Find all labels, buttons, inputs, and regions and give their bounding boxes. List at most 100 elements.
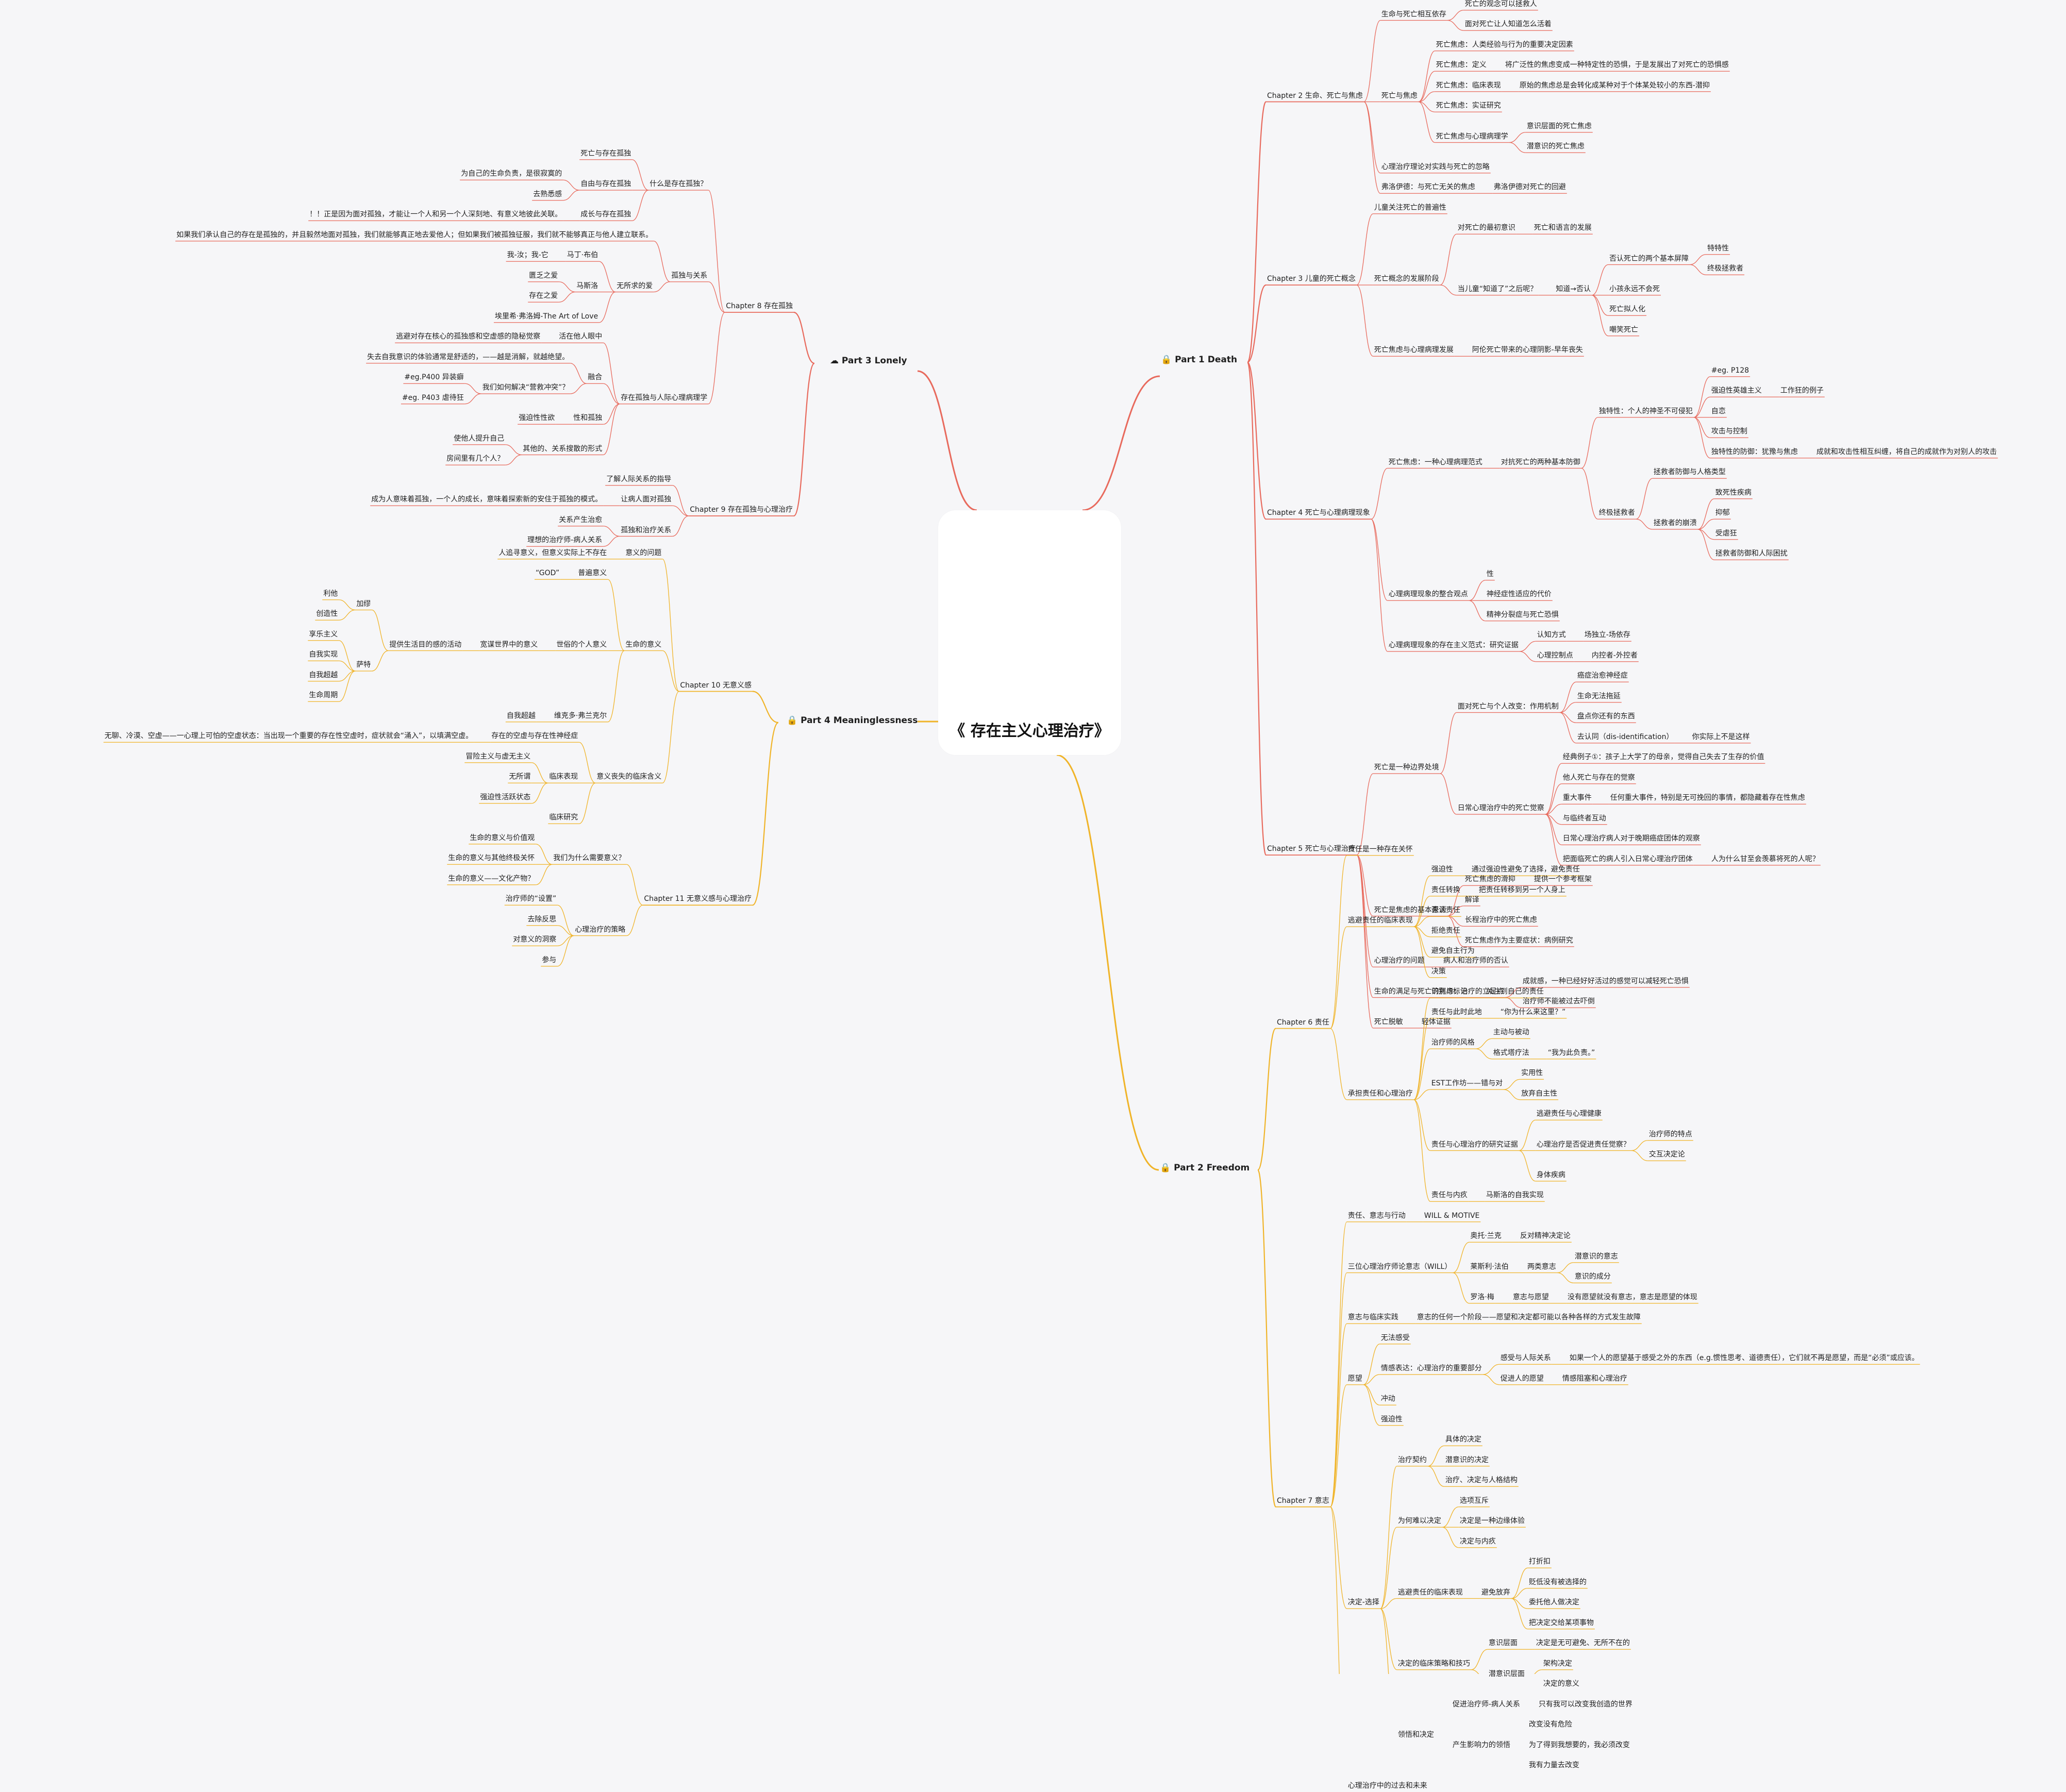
topic-node[interactable]: 潜意识的死亡焦虑 — [1526, 142, 1585, 151]
chapter-node[interactable]: Chapter 9 存在孤独与心理治疗 — [690, 506, 793, 514]
topic-node[interactable]: 促进人的愿望 — [1500, 1374, 1544, 1383]
part2-node[interactable]: 🔒 Part 2 Freedom — [1160, 1163, 1250, 1173]
topic-node[interactable]: 责任是一种存在关怀 — [1347, 845, 1413, 853]
topic-node[interactable]: 决策 — [1431, 967, 1446, 976]
topic-node[interactable]: 了解人际关系的指导 — [606, 475, 672, 483]
topic-node[interactable]: 匮乏之爱 — [529, 271, 558, 280]
topic-node[interactable]: 自我超越 — [309, 671, 338, 679]
topic-node[interactable]: WILL & MOTIVE — [1424, 1211, 1480, 1220]
topic-node[interactable]: 当儿童“知道了”之后呢？ — [1457, 284, 1538, 293]
topic-node[interactable]: 生命的满足与死亡的焦虑：治疗的立足点 — [1374, 987, 1504, 996]
topic-node[interactable]: 认知方式 — [1537, 631, 1566, 640]
topic-node[interactable]: 去认同（dis-identification） — [1577, 732, 1674, 741]
topic-node[interactable]: 罗洛·梅 — [1470, 1293, 1494, 1301]
topic-node[interactable]: 创造性 — [316, 610, 338, 618]
topic-node[interactable]: 什么是存在孤独？ — [649, 180, 708, 188]
chapter-node[interactable]: Chapter 8 存在孤独 — [726, 302, 793, 310]
topic-node[interactable]: 他人死亡与存在的觉察 — [1562, 773, 1635, 782]
topic-node[interactable]: 知道→否认 — [1556, 284, 1591, 293]
topic-node[interactable]: 去熟悉感 — [533, 190, 562, 198]
topic-node[interactable]: 死亡拟人化 — [1609, 305, 1646, 314]
chapter-node[interactable]: Chapter 10 无意义感 — [680, 681, 752, 690]
central-topic-card[interactable] — [938, 510, 1121, 755]
topic-node[interactable]: 领悟和决定 — [1397, 1731, 1434, 1739]
topic-node[interactable]: 情感阻塞和心理治疗 — [1562, 1374, 1627, 1383]
topic-node[interactable]: 临床研究 — [549, 813, 578, 822]
topic-node[interactable]: 提供生活目的感的活动 — [389, 640, 462, 649]
topic-node[interactable]: 失去自我意识的体验通常是舒适的，——越是消解，就越绝望。 — [367, 353, 570, 361]
topic-node[interactable]: 弗洛伊德对死亡的回避 — [1493, 183, 1566, 192]
topic-node[interactable]: 关注到自己的责任 — [1486, 987, 1544, 996]
topic-node[interactable]: 放弃自主性 — [1521, 1089, 1558, 1098]
topic-node[interactable]: 主动与被动 — [1493, 1028, 1529, 1037]
topic-node[interactable]: 具体的决定 — [1445, 1435, 1481, 1444]
topic-node[interactable]: 决定与内疚 — [1459, 1537, 1496, 1546]
topic-node[interactable]: 责任转换 — [1431, 885, 1460, 894]
topic-node[interactable]: 我们如何解决“营救冲突”？ — [482, 383, 570, 392]
topic-node[interactable]: ！！正是因为面对孤独，才能让一个人和另一个人深刻地、有意义地彼此关联。 — [309, 210, 562, 219]
topic-node[interactable]: 如果一个人的愿望基于感受之外的东西（e.g.惯性思考、道德责任），它们就不再是愿… — [1569, 1354, 1919, 1363]
topic-node[interactable]: 无所谓 — [509, 773, 531, 781]
topic-node[interactable]: 强迫性活跃状态 — [480, 793, 531, 801]
topic-node[interactable]: 心理病理现象的整合观点 — [1388, 590, 1468, 599]
topic-node[interactable]: 特特性 — [1707, 244, 1729, 253]
topic-node[interactable]: 通过强迫性避免了选择，避免责任 — [1471, 865, 1580, 874]
topic-node[interactable]: 拯救者的崩溃 — [1653, 519, 1697, 527]
topic-node[interactable]: 儿童关注死亡的普遍性 — [1374, 203, 1446, 212]
topic-node[interactable]: 交互决定论 — [1648, 1150, 1685, 1159]
topic-node[interactable]: 马丁·布伯 — [567, 251, 598, 260]
topic-node[interactable]: 死亡焦虑与心理病理学 — [1436, 132, 1508, 141]
topic-node[interactable]: 三位心理治疗师论意志（WILL） — [1347, 1262, 1452, 1271]
topic-node[interactable]: 心理病理现象的存在主义范式：研究证据 — [1388, 641, 1519, 649]
topic-node[interactable]: 死亡焦虑作为主要症状：病例研究 — [1464, 936, 1573, 945]
topic-node[interactable]: 世俗的个人意义 — [556, 640, 607, 649]
topic-node[interactable]: EST工作坊——错与对 — [1431, 1079, 1503, 1087]
topic-node[interactable]: 奥托·兰克 — [1470, 1232, 1502, 1241]
topic-node[interactable]: 拯救者防御和人际困扰 — [1715, 549, 1788, 558]
topic-node[interactable]: 存在孤独与人际心理病理学 — [621, 393, 708, 402]
topic-node[interactable]: 嘲笑死亡 — [1609, 325, 1639, 334]
topic-node[interactable]: 促进治疗师-病人关系 — [1452, 1700, 1520, 1709]
topic-node[interactable]: 莱斯利·法伯 — [1470, 1262, 1509, 1271]
topic-node[interactable]: 自恋 — [1711, 407, 1726, 415]
topic-node[interactable]: 场独立-场依存 — [1584, 631, 1630, 640]
topic-node[interactable]: 面对死亡让人知道怎么活着 — [1464, 20, 1552, 29]
topic-node[interactable]: 贬低没有被选择的 — [1528, 1578, 1587, 1586]
topic-node[interactable]: 治疗师的特点 — [1648, 1130, 1692, 1138]
topic-node[interactable]: 对抗死亡的两种基本防御 — [1501, 458, 1580, 466]
topic-node[interactable]: 意识层面 — [1488, 1639, 1518, 1648]
topic-node[interactable]: 强迫性 — [1431, 865, 1453, 874]
topic-node[interactable]: 无所求的爱 — [617, 281, 653, 290]
topic-node[interactable]: 死亡是一种边界处境 — [1374, 763, 1439, 772]
topic-node[interactable]: 为了得到我想要的，我必须改变 — [1528, 1740, 1630, 1749]
topic-node[interactable]: 人为什么甘至会羡慕将死的人呢？ — [1711, 855, 1820, 863]
topic-node[interactable]: 其他的、关系搜散的形式 — [523, 444, 603, 453]
topic-node[interactable]: 经典例子①：孩子上大学了的母亲，觉得自己失去了生存的价值 — [1562, 753, 1764, 762]
topic-node[interactable]: 愿望 — [1347, 1374, 1362, 1383]
topic-node[interactable]: 享乐主义 — [309, 630, 338, 639]
topic-node[interactable]: 拒绝责任 — [1431, 926, 1460, 935]
topic-node[interactable]: 死亡和语言的发展 — [1534, 224, 1592, 232]
topic-node[interactable]: 死亡焦虑：临床表现 — [1436, 81, 1501, 90]
topic-node[interactable]: 决定的意义 — [1543, 1680, 1579, 1688]
topic-node[interactable]: 反对精神决定论 — [1520, 1232, 1571, 1241]
topic-node[interactable]: 架构决定 — [1543, 1659, 1572, 1668]
topic-node[interactable]: 利他 — [323, 589, 338, 598]
topic-node[interactable]: “你为什么来这里？” — [1500, 1008, 1566, 1016]
topic-node[interactable]: 成为人意味着孤独，一个人的成长，意味着探索新的安住于孤独的模式。 — [371, 495, 603, 504]
topic-node[interactable]: 逃避对存在核心的孤独感和空虚感的隐秘觉察 — [396, 332, 541, 341]
topic-node[interactable]: 原始的焦虑总是会转化成某种对于个体某处较小的东西-潜抑 — [1519, 81, 1710, 90]
topic-node[interactable]: 终极拯救者 — [1598, 509, 1635, 517]
topic-node[interactable]: 性 — [1486, 570, 1494, 578]
part4-node[interactable]: 🔒 Part 4 Meaninglessness — [787, 715, 918, 726]
topic-node[interactable]: 心理治疗中的过去和未来 — [1347, 1781, 1427, 1790]
topic-node[interactable]: 治疗师的风格 — [1431, 1039, 1475, 1047]
topic-node[interactable]: 我们为什么需要意义？ — [553, 854, 626, 863]
topic-node[interactable]: 实用性 — [1521, 1069, 1543, 1078]
topic-node[interactable]: 识别与标记 — [1431, 987, 1468, 996]
chapter-node[interactable]: Chapter 2 生命、死亡与焦虑 — [1267, 91, 1363, 100]
topic-node[interactable]: 死亡焦虑的滑抑 — [1464, 875, 1515, 884]
topic-node[interactable]: 致死性疾病 — [1715, 488, 1752, 497]
topic-node[interactable]: 选项互斥 — [1459, 1496, 1489, 1505]
topic-node[interactable]: 与临终者互动 — [1562, 814, 1606, 823]
